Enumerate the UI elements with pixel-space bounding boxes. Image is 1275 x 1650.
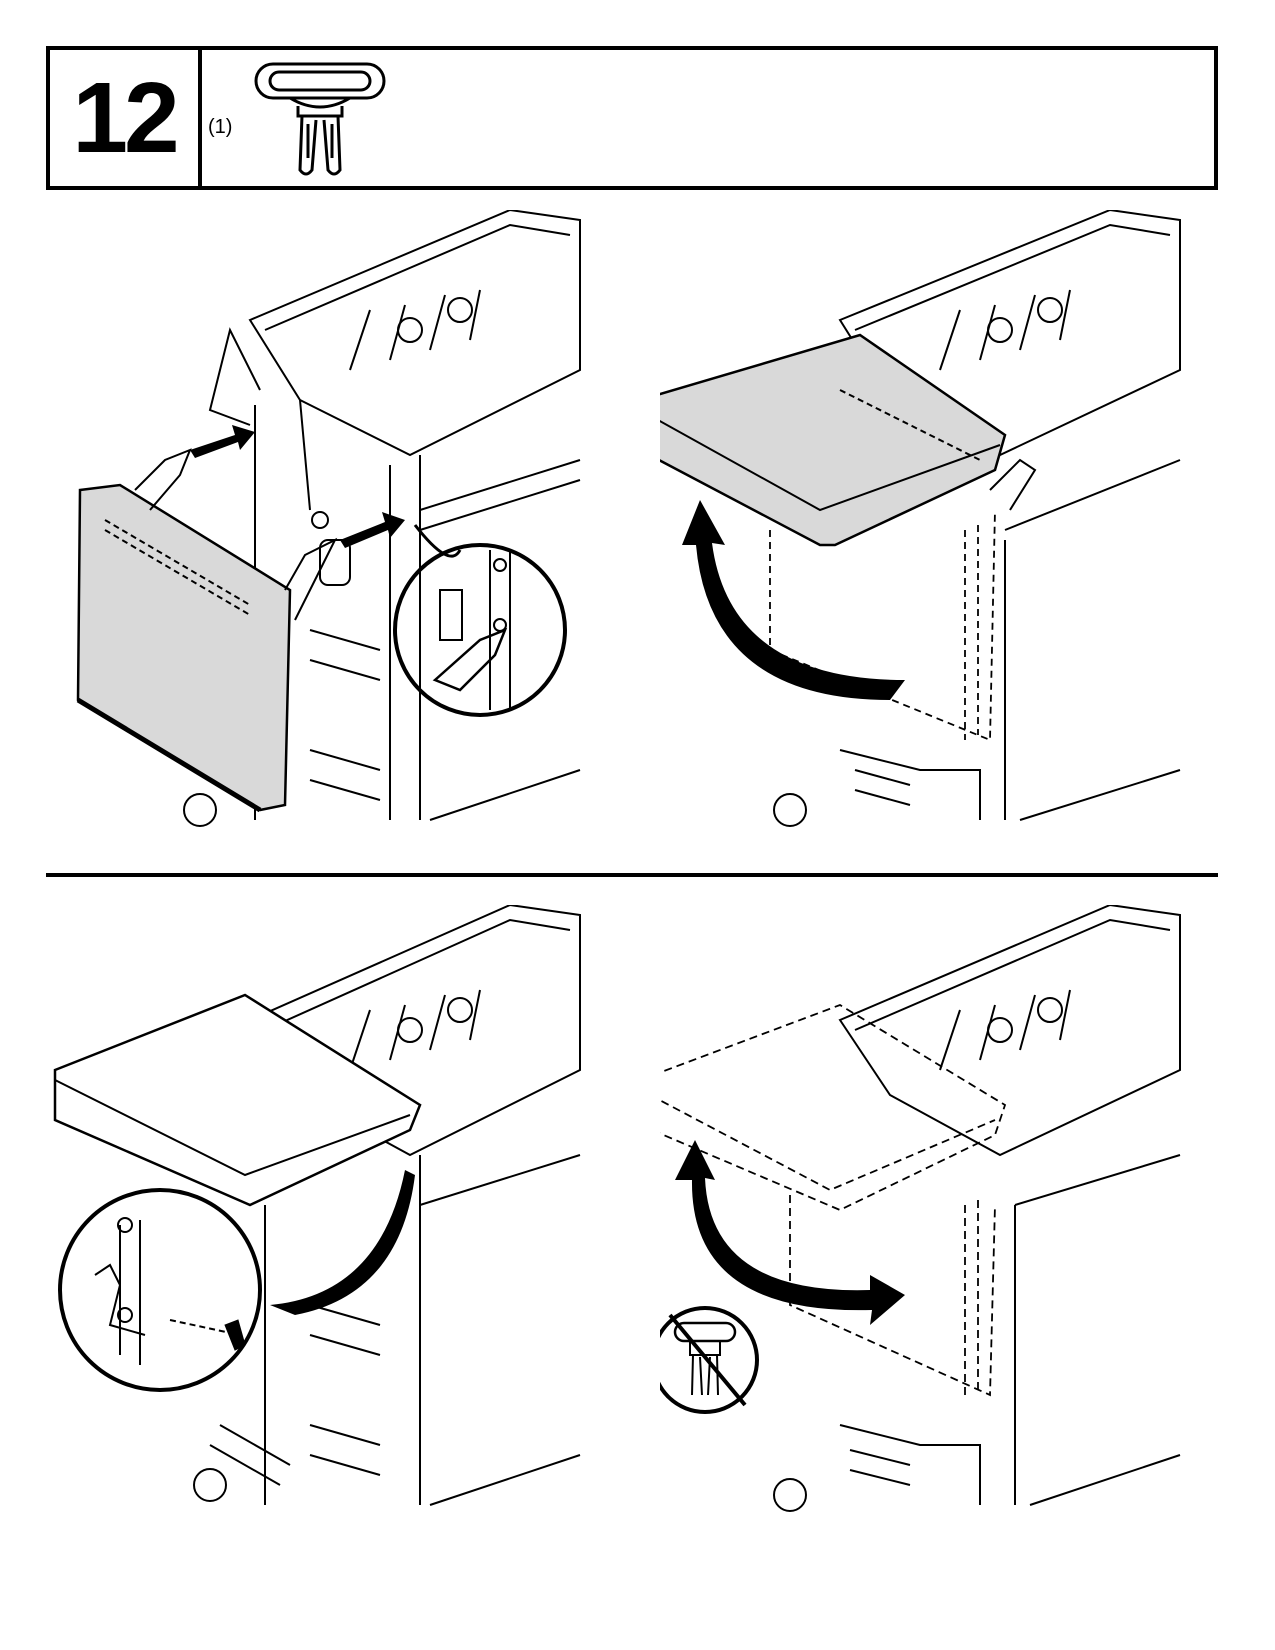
side-shelf-icon — [76, 448, 338, 813]
panel-insert-pin — [50, 905, 610, 1545]
panel-fold-shelf-without-pin — [660, 905, 1220, 1545]
zoom-inset-pin-icon — [58, 1188, 262, 1392]
section-divider — [46, 873, 1218, 877]
arrow-right-icon — [190, 425, 405, 548]
handle-pin-icon — [254, 62, 386, 176]
illustration-rotate-shelf — [660, 210, 1181, 827]
curved-arrow-icon — [675, 1140, 905, 1325]
step-header: 12 (1) — [46, 46, 1218, 190]
shelf-phantom-icon — [660, 333, 1037, 742]
curved-arrow-icon — [682, 500, 905, 700]
step-number-cell: 12 — [50, 50, 202, 186]
no-pin-prohibited-icon — [660, 1306, 759, 1414]
step-number: 12 — [72, 62, 179, 174]
curved-callout-icon — [270, 1170, 415, 1315]
panel-attach-side-shelf — [50, 210, 610, 850]
illustration-insert-pin — [53, 905, 581, 1506]
zoom-inset-bracket-icon — [393, 524, 567, 717]
illustration-fold-shelf — [660, 905, 1181, 1512]
illustration-attach-shelf — [76, 210, 581, 827]
part-quantity: (1) — [208, 116, 233, 138]
panel-rotate-shelf-up — [660, 210, 1220, 850]
